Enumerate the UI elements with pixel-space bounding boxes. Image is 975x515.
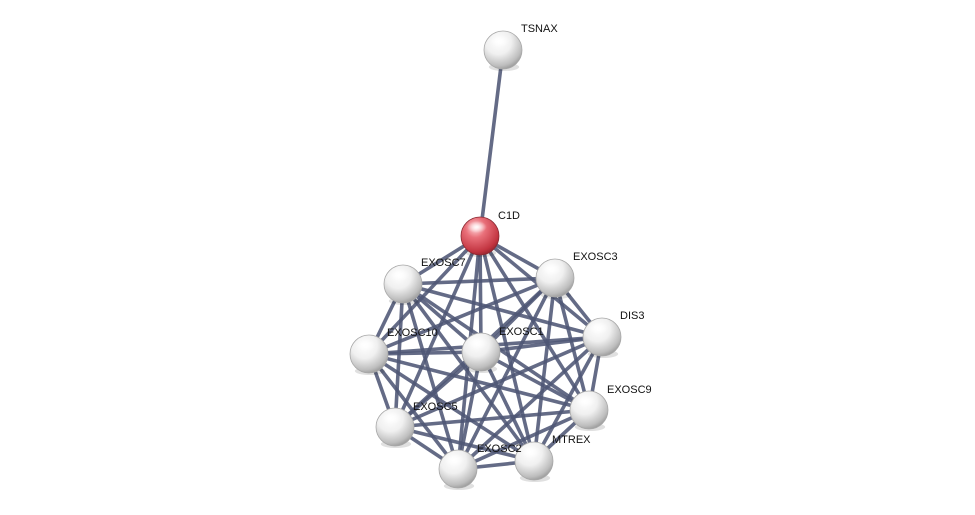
node-label-exosc7: EXOSC7 [421, 257, 466, 269]
node-highlight [490, 35, 510, 47]
node-exosc1[interactable]: EXOSC1 [461, 326, 544, 373]
node-exosc3[interactable]: EXOSC3 [535, 251, 618, 299]
node-label-dis3: DIS3 [620, 310, 644, 322]
node-highlight [356, 339, 376, 351]
node-exosc5[interactable]: EXOSC5 [375, 401, 458, 448]
edge-exosc9-exosc5 [393, 408, 591, 429]
edge-exosc1-mtrex [479, 350, 536, 463]
node-exosc9[interactable]: EXOSC9 [569, 384, 652, 431]
edge-dis3-exosc5 [393, 335, 604, 429]
edge-exosc7-exosc2 [401, 282, 460, 471]
edge-c1d-exosc9 [478, 234, 591, 412]
edge-exosc10-exosc9 [367, 352, 591, 412]
edge-exosc3-mtrex [532, 276, 557, 463]
node-c1d[interactable]: C1D [460, 210, 520, 257]
node-highlight [542, 263, 562, 275]
edge-c1d-exosc10 [367, 234, 482, 356]
node-highlight [521, 446, 541, 458]
edge-exosc3-exosc10 [367, 276, 557, 356]
node-exosc2[interactable]: EXOSC2 [438, 443, 522, 490]
node-exosc7[interactable]: EXOSC7 [383, 257, 466, 305]
node-label-exosc10: EXOSC10 [387, 327, 438, 339]
node-highlight [467, 221, 487, 233]
edge-exosc3-exosc2 [456, 276, 557, 471]
edge-exosc7-exosc3 [401, 276, 557, 286]
edge-exosc5-mtrex [393, 425, 536, 463]
node-label-exosc2: EXOSC2 [477, 443, 522, 455]
edge-exosc1-exosc2 [456, 350, 483, 471]
edge-exosc7-exosc5 [393, 282, 405, 429]
node-label-tsnax: TSNAX [521, 23, 558, 35]
node-label-mtrex: MTREX [552, 434, 591, 446]
edge-exosc1-exosc9 [479, 350, 591, 412]
node-highlight [576, 395, 596, 407]
node-label-exosc3: EXOSC3 [573, 251, 618, 263]
node-label-exosc1: EXOSC1 [499, 326, 544, 338]
node-exosc10[interactable]: EXOSC10 [349, 327, 438, 375]
node-highlight [390, 269, 410, 281]
edge-exosc9-exosc2 [456, 408, 591, 471]
edge-exosc10-mtrex [367, 352, 536, 463]
node-label-exosc5: EXOSC5 [413, 401, 458, 413]
node-label-c1d: C1D [498, 210, 520, 222]
node-highlight [589, 322, 609, 334]
node-tsnax[interactable]: TSNAX [483, 23, 558, 71]
node-highlight [445, 454, 465, 466]
node-label-exosc9: EXOSC9 [607, 384, 652, 396]
edge-dis3-exosc1 [479, 335, 604, 354]
node-highlight [468, 337, 488, 349]
node-highlight [382, 412, 402, 424]
edge-tsnax-c1d [478, 48, 505, 238]
node-dis3[interactable]: DIS3 [582, 310, 644, 358]
edges-layer [367, 48, 604, 471]
edge-exosc3-exosc9 [553, 276, 591, 412]
edge-exosc7-mtrex [401, 282, 536, 463]
node-mtrex[interactable]: MTREX [514, 434, 591, 482]
